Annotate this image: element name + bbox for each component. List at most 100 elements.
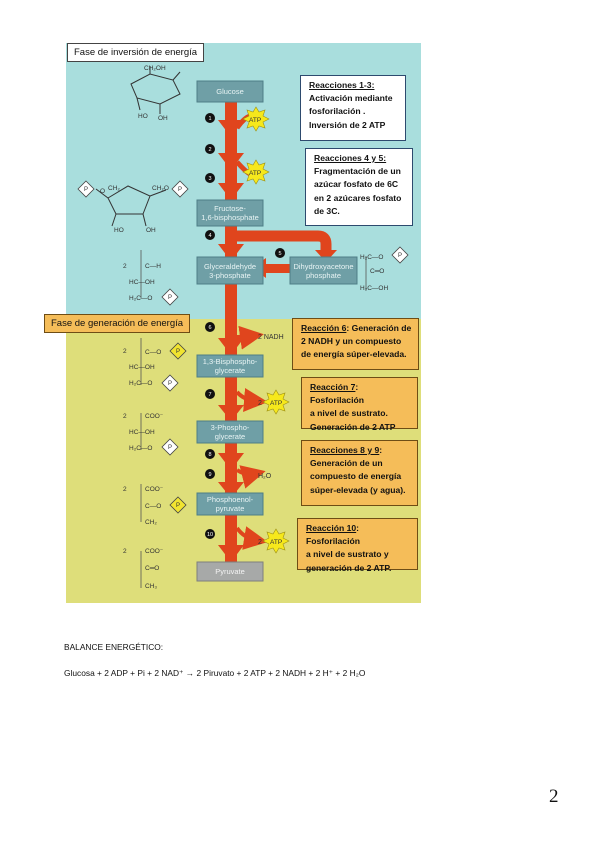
note-line: Generación de un xyxy=(310,458,383,469)
svg-text:4: 4 xyxy=(208,233,211,239)
svg-text:2: 2 xyxy=(123,486,127,493)
step-markers xyxy=(205,113,285,539)
note-line: fosforilación . xyxy=(309,106,366,117)
pyruvate-label: Pyruvate xyxy=(215,567,245,576)
note-header-rest: : Generación de xyxy=(346,323,412,333)
generation-phase-label: Fase de generación de energía xyxy=(44,314,191,333)
svg-text:H₂C—OH: H₂C—OH xyxy=(360,285,388,292)
note-header: Reacción 7 xyxy=(310,382,356,392)
note-line: Inversión de 2 ATP xyxy=(309,119,386,130)
note-header: Reacciones 4 y 5: xyxy=(314,153,387,163)
svg-text:6: 6 xyxy=(208,325,211,331)
svg-text:CH₂: CH₂ xyxy=(108,185,120,192)
svg-text:COO⁻: COO⁻ xyxy=(145,413,164,420)
phosphoglycerate-box xyxy=(196,420,264,444)
nadh-label: 2 NADH xyxy=(258,334,284,341)
atp-label-1: ATP xyxy=(249,117,261,124)
investment-phase-label: Fase de inversión de energía xyxy=(67,43,205,62)
phosphoglycerate-label: 3-Phospho- glycerate xyxy=(210,423,250,441)
svg-text:HO: HO xyxy=(114,227,124,234)
svg-text:10: 10 xyxy=(207,532,213,538)
svg-text:CH₂O: CH₂O xyxy=(152,185,169,192)
glucose-structure xyxy=(130,66,181,114)
atp-star-4 xyxy=(262,528,290,554)
svg-text:O: O xyxy=(100,188,105,195)
svg-text:HC—OH: HC—OH xyxy=(129,364,155,371)
note-line: 2 NADH y un compuesto xyxy=(301,336,402,347)
svg-text:2: 2 xyxy=(123,263,127,270)
note-reactions-4-5: Reacciones 4 y 5: Fragmentación de un az… xyxy=(305,148,413,226)
glyceraldehyde-3-phosphate-box xyxy=(196,256,264,285)
svg-text:P: P xyxy=(168,381,172,387)
note-line: Generación de 2 ATP xyxy=(310,421,396,432)
svg-text:H₂C—O: H₂C—O xyxy=(129,380,152,387)
note-line: Fragmentación de un xyxy=(314,166,401,177)
svg-text:2: 2 xyxy=(123,413,127,420)
svg-text:3: 3 xyxy=(208,176,211,182)
note-header: Reacciones 1-3: xyxy=(309,80,375,90)
svg-text:C—O: C—O xyxy=(145,349,161,356)
note-reaction-7: Reacción 7: Fosforilación a nivel de sus… xyxy=(301,377,418,432)
bisphosphoglycerate-label: 1,3-Bisphospho- glycerate xyxy=(202,357,258,375)
note-line: a nivel de sustrato y xyxy=(306,549,389,560)
svg-text:C—O: C—O xyxy=(145,503,161,510)
svg-text:P: P xyxy=(176,349,180,355)
note-line: en 2 azúcares fosfato xyxy=(314,192,402,203)
note-line: de energía súper-elevada. xyxy=(301,349,407,360)
svg-text:7: 7 xyxy=(208,392,211,398)
note-line: súper-elevada (y agua). xyxy=(310,484,406,495)
note-line: a nivel de sustrato. xyxy=(310,408,388,419)
svg-text:H₂C—O: H₂C—O xyxy=(129,295,152,302)
bisphosphoglycerate-box xyxy=(196,354,264,378)
svg-text:C—H: C—H xyxy=(145,263,161,270)
phosphate-letters: P P P P P P P P xyxy=(84,187,402,509)
fructose-bisphosphate-box xyxy=(196,199,264,227)
chemical-skeletons xyxy=(140,250,367,588)
svg-text:HO: HO xyxy=(138,113,148,120)
side-products: ATP ATP 2 NADH 2 ATP H₂O 2 ATP xyxy=(249,117,284,546)
svg-text:1: 1 xyxy=(208,116,211,122)
svg-text:2: 2 xyxy=(123,348,127,355)
glyceraldehyde-3-phosphate-label: Glyceraldehyde 3-phosphate xyxy=(203,261,257,280)
svg-text:P: P xyxy=(178,187,182,193)
atp-star-1 xyxy=(242,106,270,132)
svg-text:5: 5 xyxy=(278,251,281,257)
glucose-label: Glucose xyxy=(216,87,244,96)
note-header-rest: : xyxy=(379,445,383,455)
note-header-rest: : Fosforilación xyxy=(310,382,364,406)
svg-text:OH: OH xyxy=(158,115,168,122)
svg-text:H₂C—O: H₂C—O xyxy=(129,445,152,452)
fructose-bisphosphate-label: Fructose- 1,6-bisphosphate xyxy=(201,204,259,222)
svg-text:2: 2 xyxy=(208,147,211,153)
note-reaction-10: Reacción 10: Fosforilación a nivel de su… xyxy=(297,518,418,573)
step-numbers: 1 2 3 4 5 6 7 8 9 10 xyxy=(207,116,282,538)
note-reactions-8-9: Reacciones 8 y 9: Generación de un compu… xyxy=(301,440,418,506)
note-reaction-6: Reacción 6: Generación de 2 NADH y un co… xyxy=(292,318,419,370)
water-label: H₂O xyxy=(258,473,272,480)
phosphate-groups xyxy=(77,180,409,514)
svg-text:P: P xyxy=(168,295,172,301)
atp-label-4: ATP xyxy=(270,539,282,546)
svg-text:2: 2 xyxy=(123,548,127,555)
svg-text:H₂C—O: H₂C—O xyxy=(360,254,383,261)
svg-text:HC—OH: HC—OH xyxy=(129,429,155,436)
atp-label-2: ATP xyxy=(249,170,261,177)
svg-text:CH₂: CH₂ xyxy=(145,519,157,526)
svg-text:HC—OH: HC—OH xyxy=(129,279,155,286)
svg-text:CH₂OH: CH₂OH xyxy=(144,65,166,72)
page-number: 2 xyxy=(549,786,559,807)
phosphoenolpyruvate-label: Phosphoenol- pyruvate xyxy=(206,495,254,513)
dihydroxyacetone-phosphate-label: Dihydroxyacetone phosphate xyxy=(293,261,354,280)
atp-count-1: 2 xyxy=(258,400,262,407)
svg-text:COO⁻: COO⁻ xyxy=(145,548,164,555)
svg-text:P: P xyxy=(176,503,180,509)
svg-text:P: P xyxy=(168,445,172,451)
note-line: de 3C. xyxy=(314,205,340,216)
svg-text:9: 9 xyxy=(208,472,211,478)
atp-count-2: 2 xyxy=(258,539,262,546)
atp-star-3 xyxy=(262,389,290,415)
note-line: Activación mediante xyxy=(309,93,393,104)
note-reactions-1-3: Reacciones 1-3: Activación mediante fosf… xyxy=(300,75,406,141)
svg-text:OH: OH xyxy=(146,227,156,234)
